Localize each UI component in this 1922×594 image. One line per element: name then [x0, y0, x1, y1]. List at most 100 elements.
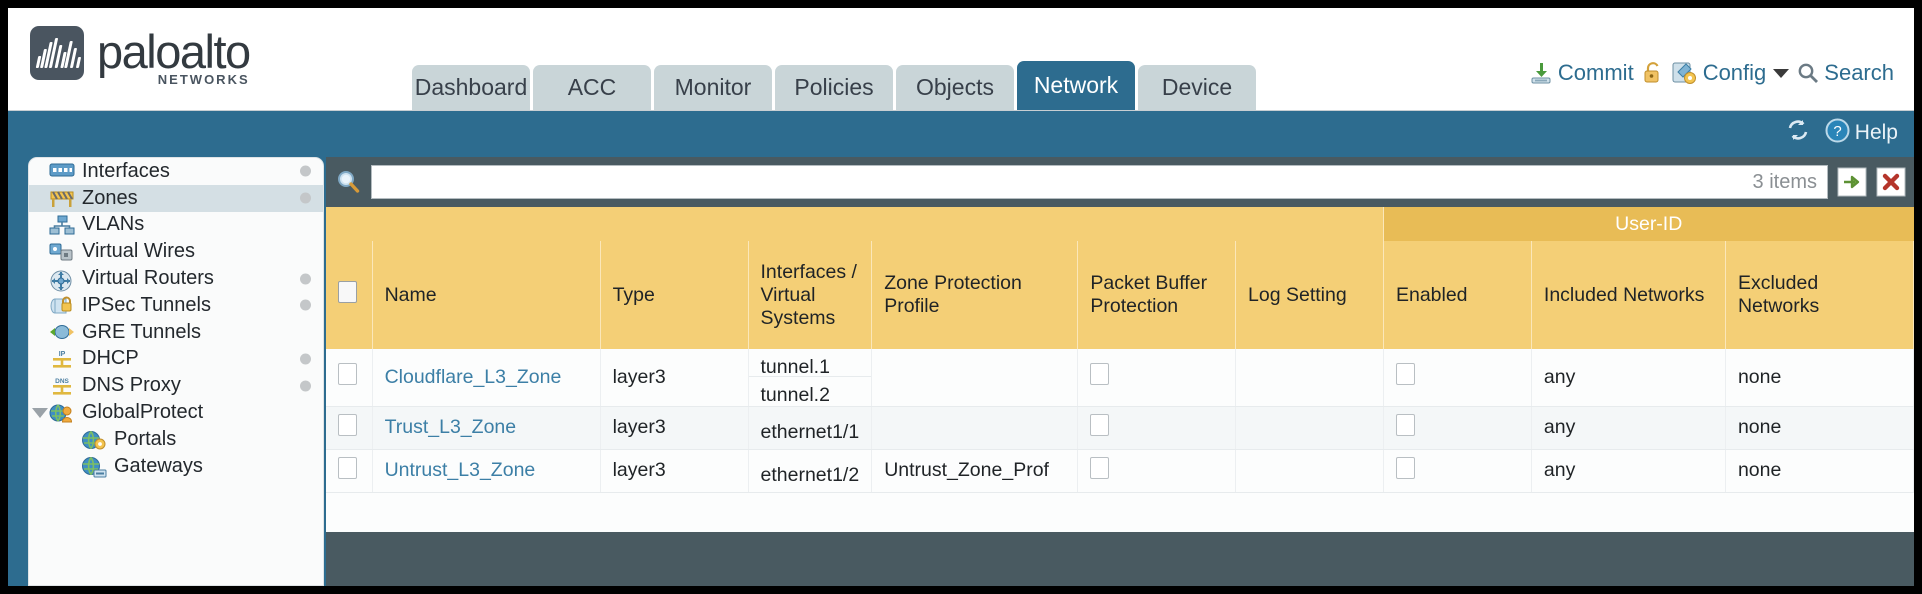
search-magnifier-icon[interactable]	[336, 169, 362, 195]
paloalto-logo-mark-icon	[30, 26, 84, 80]
column-header-interfaces-virtual-systems[interactable]: Interfaces / Virtual Systems	[748, 241, 873, 349]
config-menu[interactable]: Config	[1672, 60, 1790, 86]
ipsec-tunnels-icon	[49, 295, 75, 315]
interface-entry: tunnel.1	[748, 349, 872, 378]
sidebar-item-label: Interfaces	[82, 159, 170, 182]
packet-buffer-protection-checkbox[interactable]	[1090, 363, 1110, 386]
tab-device[interactable]: Device	[1138, 65, 1256, 110]
select-all-header	[326, 241, 373, 349]
commit-button[interactable]: Commit	[1529, 60, 1634, 86]
cell-included-networks: any	[1531, 349, 1726, 407]
packet-buffer-protection-checkbox[interactable]	[1090, 456, 1110, 479]
dhcp-icon: IP	[49, 349, 75, 369]
userid-enabled-checkbox[interactable]	[1395, 413, 1415, 436]
cell-packet-buffer-protection	[1077, 349, 1237, 407]
sidebar-item-label: DNS Proxy	[82, 374, 181, 397]
cell-userid-enabled	[1383, 449, 1532, 493]
tab-objects[interactable]: Objects	[896, 65, 1014, 110]
tab-acc[interactable]: ACC	[533, 65, 651, 110]
sidebar-status-dot[interactable]	[300, 353, 311, 365]
dns-proxy-icon: DNS	[49, 376, 75, 396]
cell-excluded-networks: none	[1725, 349, 1914, 407]
chevron-down-icon	[1773, 68, 1790, 78]
brand-name: paloalto	[97, 25, 251, 78]
sidebar-item-ipsec-tunnels[interactable]: IPSec Tunnels	[29, 292, 323, 319]
search-button[interactable]: Search	[1797, 60, 1894, 86]
tab-monitor[interactable]: Monitor	[654, 65, 772, 110]
sidebar-item-gre-tunnels[interactable]: GRE Tunnels	[29, 319, 323, 346]
sidebar-item-virtual-wires[interactable]: Virtual Wires	[29, 238, 323, 265]
row-checkbox[interactable]	[338, 456, 357, 479]
sidebar-item-virtual-routers[interactable]: Virtual Routers	[29, 265, 323, 292]
sidebar-item-vlans[interactable]: VLANs	[29, 212, 323, 239]
search-magnifier-icon	[1797, 62, 1819, 84]
column-header-excluded-networks[interactable]: Excluded Networks	[1725, 241, 1914, 349]
sidebar-item-gateways[interactable]: Gateways	[29, 453, 323, 480]
sidebar-item-dns-proxy[interactable]: DNS DNS Proxy	[29, 372, 323, 399]
column-header-log-setting[interactable]: Log Setting	[1235, 241, 1384, 349]
cell-packet-buffer-protection	[1077, 406, 1237, 450]
sidebar-item-zones[interactable]: Zones	[29, 184, 323, 212]
interface-entry: ethernet1/2	[760, 463, 860, 486]
cell-log-setting	[1235, 349, 1384, 407]
sidebar-item-label: IPSec Tunnels	[82, 293, 211, 316]
zone-name-link[interactable]: Trust_L3_Zone	[384, 416, 517, 438]
column-header-packet-buffer-protection[interactable]: Packet Buffer Protection	[1077, 241, 1237, 349]
sidebar-status-dot[interactable]	[300, 380, 311, 392]
tab-network[interactable]: Network	[1017, 61, 1135, 110]
cell-name: Cloudflare_L3_Zone	[372, 349, 601, 407]
padlock-icon[interactable]	[1642, 61, 1664, 85]
sidebar-item-globalprotect[interactable]: GlobalProtect	[29, 399, 323, 426]
row-checkbox[interactable]	[338, 363, 357, 386]
select-all-checkbox[interactable]	[338, 281, 357, 303]
column-header-zone-protection-profile[interactable]: Zone Protection Profile	[871, 241, 1079, 349]
gre-tunnels-icon	[49, 322, 75, 342]
userid-enabled-checkbox[interactable]	[1395, 456, 1415, 479]
help-link[interactable]: ? Help	[1825, 118, 1898, 149]
apply-filter-button[interactable]	[1837, 167, 1867, 197]
cell-excluded-networks: none	[1725, 406, 1914, 450]
tab-policies[interactable]: Policies	[775, 65, 893, 110]
sidebar-status-dot[interactable]	[300, 273, 311, 285]
sidebar-status-dot[interactable]	[300, 165, 311, 177]
packet-buffer-protection-checkbox[interactable]	[1090, 413, 1110, 436]
expand-collapse-triangle-icon[interactable]	[32, 407, 48, 418]
sidebar-status-dot[interactable]	[300, 299, 311, 311]
column-header-included-networks[interactable]: Included Networks	[1531, 241, 1726, 349]
cell-packet-buffer-protection	[1077, 449, 1237, 493]
sidebar-item-portals[interactable]: Portals	[29, 426, 323, 453]
zone-name-link[interactable]: Cloudflare_L3_Zone	[384, 365, 562, 388]
cell-userid-enabled	[1383, 406, 1532, 450]
tab-dashboard[interactable]: Dashboard	[412, 65, 530, 110]
column-header-enabled[interactable]: Enabled	[1383, 241, 1532, 349]
content-panel: 3 items	[326, 157, 1914, 586]
column-header-name[interactable]: Name	[372, 241, 601, 349]
sidebar-status-dot[interactable]	[300, 192, 311, 204]
cell-included-networks: any	[1531, 406, 1726, 450]
zone-name-link[interactable]: Untrust_L3_Zone	[384, 459, 536, 481]
cell-interfaces: ethernet1/2	[748, 449, 873, 493]
userid-enabled-checkbox[interactable]	[1395, 363, 1415, 386]
filter-input[interactable]: 3 items	[371, 165, 1828, 199]
refresh-icon[interactable]	[1785, 117, 1811, 149]
commit-download-icon	[1529, 61, 1553, 85]
row-select-cell	[326, 449, 373, 493]
sidebar-item-interfaces[interactable]: Interfaces	[29, 158, 323, 185]
column-header-type[interactable]: Type	[600, 241, 749, 349]
search-label: Search	[1824, 60, 1894, 85]
sidebar-item-label: Zones	[82, 186, 138, 209]
table-filler-cell	[326, 492, 1914, 532]
virtual-wires-icon	[49, 242, 75, 262]
row-checkbox[interactable]	[338, 413, 357, 436]
row-select-cell	[326, 406, 373, 450]
clear-filter-button[interactable]	[1876, 167, 1906, 197]
brand-tagline: NETWORKS	[157, 72, 250, 87]
cell-type: layer3	[600, 406, 749, 450]
